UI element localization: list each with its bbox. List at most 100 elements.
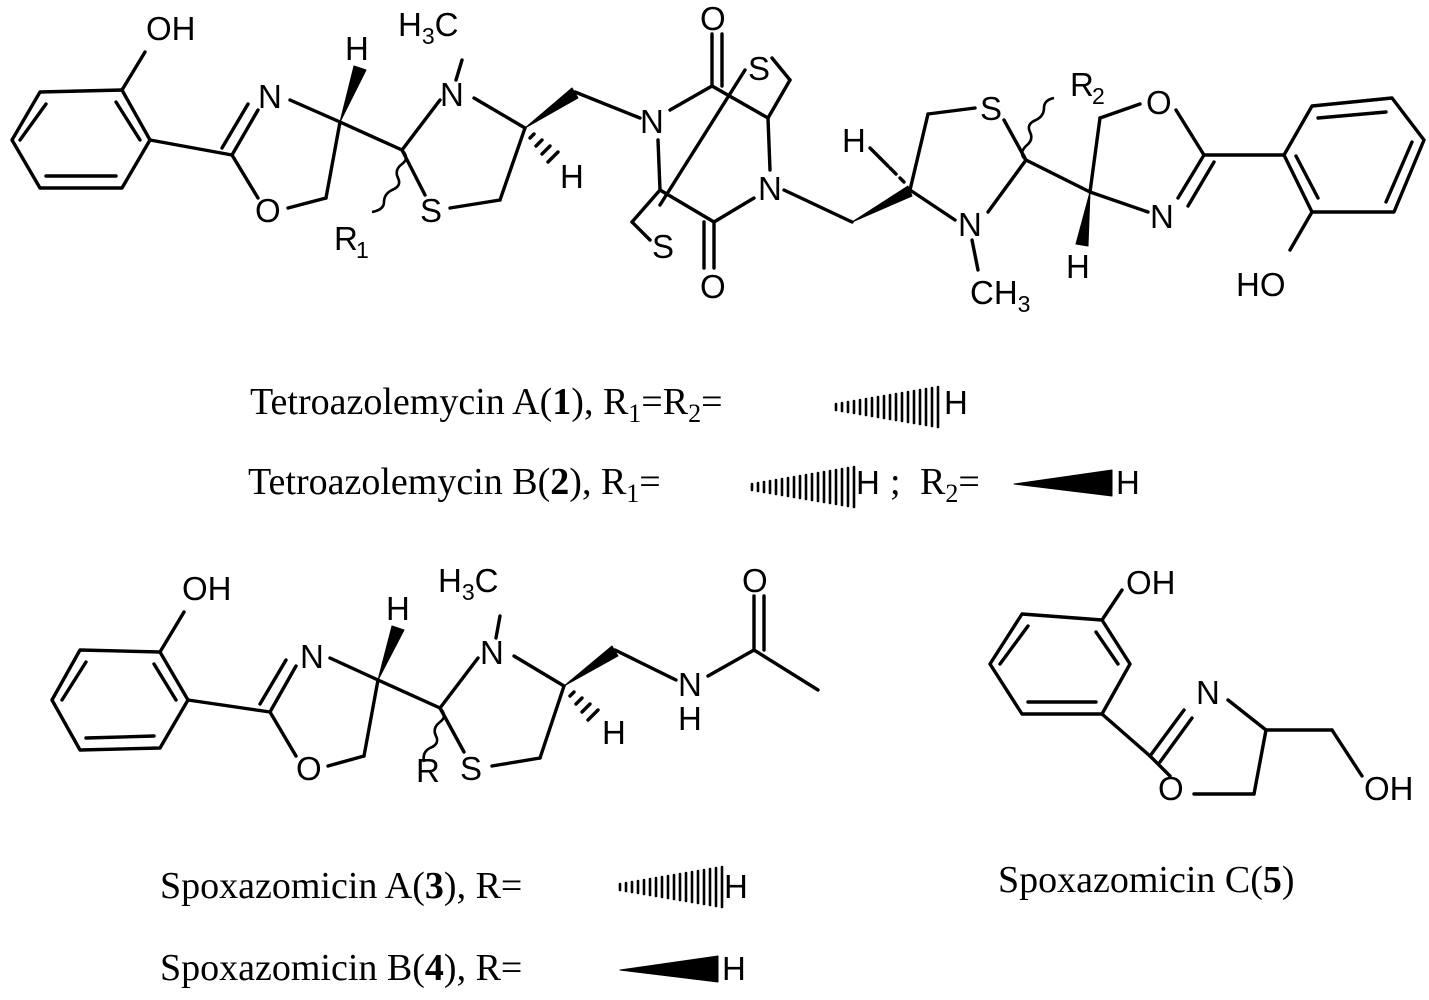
hash-bond — [574, 696, 584, 706]
atom-label-h: H — [1066, 248, 1090, 285]
bond — [1176, 153, 1206, 200]
atom-label-h: H — [602, 714, 626, 751]
wedge-bond — [377, 625, 405, 681]
bond — [338, 120, 404, 152]
atom-label-o: O — [700, 0, 726, 37]
caption-tetroazolemycin-a: Tetroazolemycin A(1), R1=R2= H — [250, 381, 968, 429]
bond — [770, 56, 792, 82]
wavy-bond — [422, 707, 446, 763]
bond — [498, 126, 527, 202]
bond — [1186, 160, 1216, 208]
bond — [1148, 754, 1172, 778]
hash-bond — [540, 144, 552, 156]
atom-label-r: R — [416, 752, 440, 789]
bond — [658, 188, 716, 224]
bond — [538, 684, 566, 760]
hydrogen-label: H — [856, 464, 880, 501]
hash-bond — [580, 702, 592, 714]
atom-label-h: H — [842, 122, 866, 159]
atom-label-r: R — [334, 220, 358, 257]
hash-bond — [546, 150, 560, 164]
bond — [1148, 708, 1186, 758]
bond — [326, 754, 366, 768]
spoxazomicin-ab-structure: OH N O H N S R H3C H N H O — [50, 562, 820, 789]
hashed-bond-symbol — [750, 465, 856, 509]
bond — [573, 90, 642, 120]
hydrogen-label: H — [1116, 464, 1140, 501]
bond — [782, 188, 854, 224]
bond — [328, 656, 380, 682]
bond — [998, 624, 1030, 666]
bond — [84, 734, 156, 740]
wedge-bond — [524, 87, 579, 129]
atom-label-s: S — [460, 750, 482, 787]
atom-label-s: S — [748, 50, 770, 87]
atom-label-oh: OH — [146, 10, 196, 47]
bond — [512, 654, 566, 688]
hashed-bond-symbol — [618, 865, 724, 909]
bond — [1094, 630, 1120, 666]
atom-label-oh: OH — [1364, 770, 1414, 807]
hash-bond — [888, 166, 898, 176]
bond — [766, 116, 772, 172]
bond — [926, 106, 977, 116]
bond — [766, 78, 792, 120]
atom-label-o: O — [700, 268, 726, 305]
atom-label-n: N — [958, 206, 982, 243]
spoxazomicin-c-structure: OH N O OH — [988, 564, 1414, 807]
bond — [120, 50, 147, 92]
bond — [472, 96, 527, 130]
bond — [186, 698, 272, 714]
atom-label-n: N — [1196, 674, 1220, 711]
hash-bond — [534, 138, 544, 148]
bond — [1316, 110, 1388, 120]
bond — [988, 612, 1132, 716]
bond — [1100, 712, 1152, 758]
hash-bond — [868, 146, 882, 160]
svg-text:Tetroazolemycin B(2), R1=: Tetroazolemycin B(2), R1= — [248, 461, 661, 508]
bond — [152, 662, 178, 702]
atom-label-s: S — [980, 90, 1002, 127]
bond — [1174, 108, 1206, 157]
bond — [1088, 116, 1102, 194]
hash-bond — [898, 176, 906, 184]
bond — [613, 648, 678, 682]
bond — [1024, 158, 1092, 194]
atom-label-subscript: 2 — [1092, 83, 1105, 109]
bond — [50, 648, 190, 752]
bond — [220, 102, 250, 150]
atom-label-n: N — [258, 78, 282, 115]
atom-label-oh: OH — [182, 570, 232, 607]
svg-text:Spoxazomicin A(3), R=: Spoxazomicin A(3), R= — [160, 865, 522, 907]
atom-label-h3c: H3C — [438, 562, 498, 605]
hydrogen-label: H — [722, 950, 746, 987]
bond — [630, 220, 652, 242]
svg-text:Tetroazolemycin A(1), R1=R2=: Tetroazolemycin A(1), R1=R2= — [250, 381, 723, 428]
bond — [268, 664, 298, 714]
wavy-bond — [1020, 96, 1055, 162]
bond — [752, 648, 820, 692]
bond — [114, 100, 142, 142]
wedge-bond-symbol — [619, 955, 719, 983]
bond — [706, 648, 756, 678]
wedge-bond-symbol — [1013, 469, 1113, 497]
bond — [376, 678, 442, 710]
bond — [970, 238, 980, 272]
semicolon: ; — [890, 461, 901, 503]
atom-label-ho: HO — [1236, 266, 1286, 303]
caption-tetroazolemycin-b: Tetroazolemycin B(2), R1= H ; R2= H — [248, 461, 1140, 509]
atom-label-subscript: 1 — [356, 237, 369, 263]
hash-bond — [568, 690, 576, 698]
bond — [1226, 698, 1268, 732]
atom-label-o: O — [742, 562, 768, 599]
bond — [712, 196, 756, 224]
atom-label-r: R — [1070, 66, 1094, 103]
bond — [986, 158, 1028, 214]
wavy-bond — [371, 149, 408, 214]
caption-spoxazomicin-a: Spoxazomicin A(3), R= H — [160, 865, 748, 909]
bond — [656, 138, 662, 192]
atom-label-n: N — [1150, 198, 1174, 235]
hash-bond — [878, 156, 890, 168]
atom-label-h: H — [678, 700, 702, 737]
